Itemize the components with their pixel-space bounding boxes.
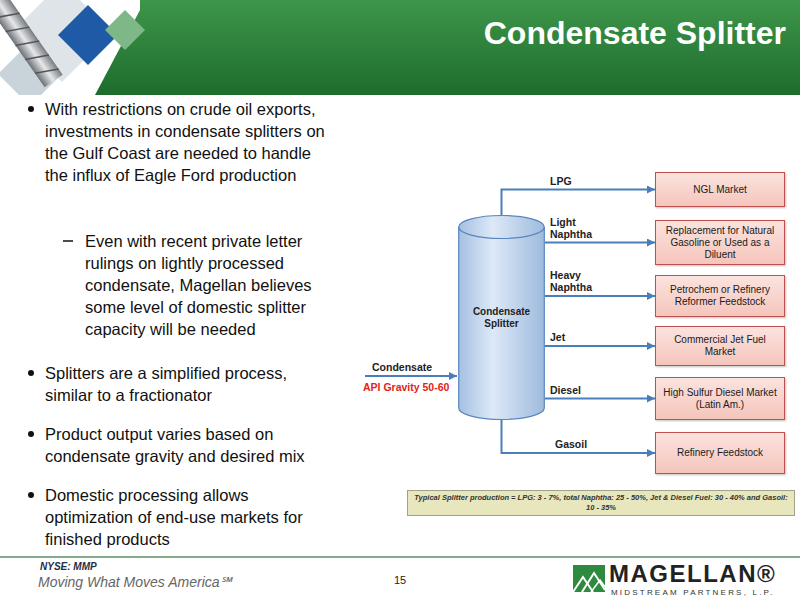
tagline: Moving What Moves America℠ (38, 574, 231, 590)
bullet-dot (28, 370, 34, 376)
page-number: 15 (380, 574, 420, 587)
market-box: Refinery Feedstock (655, 432, 785, 474)
header-ornament (0, 0, 145, 95)
bullet-text: Product output varies based on condensat… (45, 423, 335, 467)
bullet-text: With restrictions on crude oil exports, … (45, 98, 335, 186)
stream-label: Light Naphtha (550, 216, 605, 240)
bullet-text: Splitters are a simplified process, simi… (45, 362, 335, 406)
splitter-column: Condensate Splitter (458, 215, 545, 420)
node-text-group: Replacement for Natural Gasoline or Used… (659, 225, 781, 261)
flow-connector (545, 398, 655, 400)
flow-connector (502, 190, 656, 216)
market-box: Commercial Jet Fuel Market (655, 326, 785, 366)
market-box: Replacement for Natural Gasoline or Used… (655, 220, 785, 265)
box-label: High Sulfur Diesel Market (Latin Am.) (659, 387, 781, 411)
bullet-dot (28, 106, 34, 112)
footer-rule (0, 556, 800, 558)
market-box: NGL Market (655, 172, 785, 207)
column-label-area: Condensate Splitter (458, 215, 545, 420)
stream-label: Gasoil (555, 438, 610, 450)
market-box: Petrochem or Refinery Reformer Feedstock (655, 275, 785, 317)
note-text: Typical Splitter production = LPG: 3 - 7… (412, 493, 790, 513)
column-label: Condensate Splitter (458, 306, 545, 330)
bullet-dot (28, 431, 34, 437)
slide-title: Condensate Splitter (484, 15, 786, 52)
stream-label: Jet (550, 331, 605, 343)
flow-connector (545, 242, 655, 244)
sub-bullet-text: Even with recent private letter rulings … (85, 230, 340, 340)
column-body (459, 216, 545, 420)
node-text-group: Commercial Jet Fuel Market (659, 334, 781, 358)
market-box: High Sulfur Diesel Market (Latin Am.) (655, 377, 785, 420)
box-label: Refinery Feedstock (677, 447, 763, 459)
logo-mark (573, 565, 605, 592)
node-text-group: Refinery Feedstock (677, 447, 763, 459)
feed-label: Condensate (372, 361, 432, 373)
node-text-group: Condensate Splitter (458, 306, 545, 330)
node-text-group: Petrochem or Refinery Reformer Feedstock (659, 284, 781, 308)
ticker: NYSE: MMP (40, 561, 97, 573)
node-text-group: High Sulfur Diesel Market (Latin Am.) (659, 387, 781, 411)
box-label: Petrochem or Refinery Reformer Feedstock (659, 284, 781, 308)
company-subtitle: MIDSTREAM PARTNERS, L.P. (611, 588, 775, 598)
feed-gravity: API Gravity 50-60 (363, 381, 449, 393)
stream-label: Diesel (550, 384, 605, 396)
drill-bit (0, 0, 63, 87)
bullet-dot (28, 492, 34, 498)
ornament-diamond (105, 10, 145, 50)
flow-connector (502, 420, 656, 453)
node-text-group: Typical Splitter production = LPG: 3 - 7… (412, 493, 790, 513)
flow-connector (545, 345, 655, 347)
flow-connector (545, 295, 655, 297)
box-label: NGL Market (693, 184, 747, 196)
production-note: Typical Splitter production = LPG: 3 - 7… (407, 490, 795, 516)
header-band (0, 0, 800, 95)
stream-label: LPG (550, 175, 605, 187)
ornament-diamond (58, 5, 118, 65)
node-text-group: NGL Market (693, 184, 747, 196)
bullet-text: Domestic processing allows optimization … (45, 484, 335, 550)
company-name: MAGELLAN® (609, 561, 776, 587)
column-top (459, 227, 545, 239)
box-label: Replacement for Natural Gasoline or Used… (659, 225, 781, 261)
feed-arrow (365, 375, 457, 377)
box-label: Commercial Jet Fuel Market (659, 334, 781, 358)
bullet-dash (63, 240, 73, 242)
stream-label: Heavy Naphtha (550, 269, 605, 293)
